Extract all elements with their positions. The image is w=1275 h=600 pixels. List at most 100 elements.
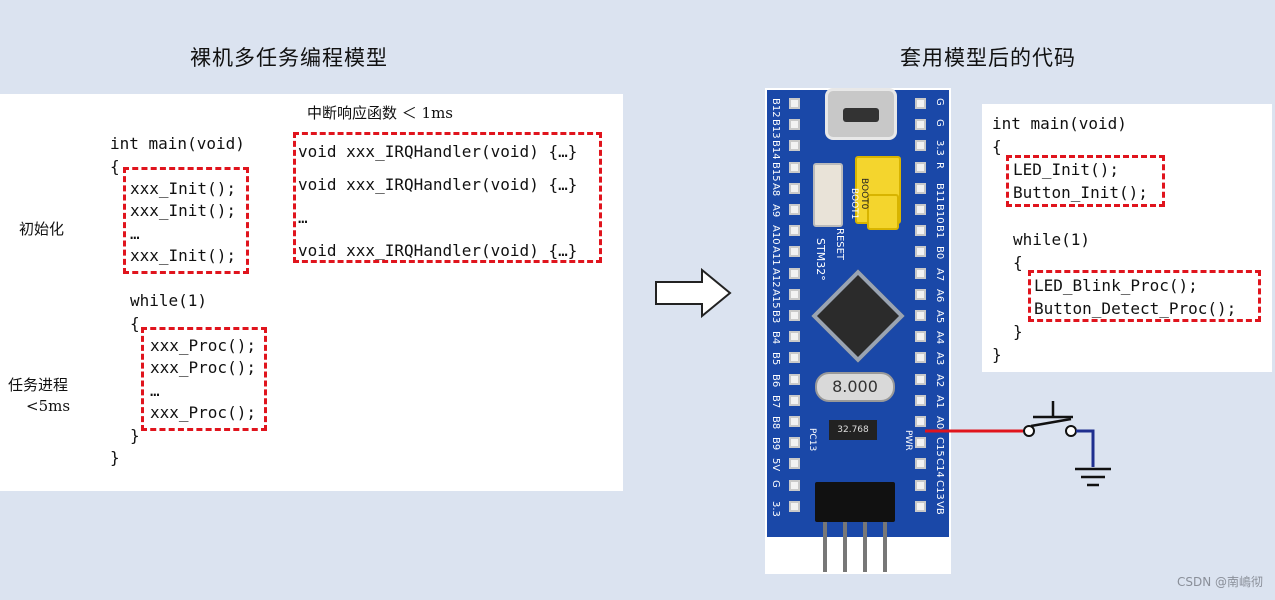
board-pin-label-right: B0 [934, 246, 945, 260]
board-pin-left [789, 288, 800, 300]
board-pin-label-left: A15 [770, 288, 781, 309]
board-pin-left [789, 246, 800, 258]
board-pin-label-right: A7 [934, 267, 945, 281]
board-pin-right [915, 500, 926, 512]
crystal-label: 8.000 [832, 377, 878, 396]
board-pin-left [789, 204, 800, 215]
board-pin-right [915, 394, 926, 406]
chip-brand-label: STM32° [814, 238, 827, 281]
header-pin-2 [843, 522, 847, 572]
r-code-button-init: Button_Init(); [1013, 183, 1148, 202]
irq-caption: 中断响应函数 ＜ 1ms [307, 104, 454, 122]
board-pin-right [915, 288, 926, 300]
board-pin-right [915, 458, 926, 470]
code-line-init-ellipsis: … [130, 224, 140, 243]
board-pin-right [915, 352, 926, 364]
r-code-brace-close: } [992, 345, 1002, 364]
board-pin-label-left: A12 [770, 267, 781, 288]
code-line-proc-2: xxx_Proc(); [150, 358, 256, 377]
rtc-crystal-label: 32.768 [837, 425, 869, 435]
board-pin-left [789, 394, 800, 406]
irq-line-3: void xxx_IRQHandler(void) {…} [298, 241, 578, 260]
board-pin-label-right: R [934, 161, 945, 169]
label-task: 任务进程 [8, 376, 69, 394]
code-line-init-2: xxx_Init(); [130, 201, 236, 220]
code-line-while-brace: { [130, 314, 140, 333]
board-pin-left [789, 373, 800, 385]
board-pin-label-left: B13 [770, 119, 781, 139]
board-pin-right [915, 331, 926, 343]
board-pin-label-right: A4 [934, 331, 945, 345]
usb-port [843, 108, 879, 122]
boot1-label: BOOT1 [849, 188, 859, 220]
r-init-highlight-box [1006, 155, 1165, 207]
board-pin-label-right: A3 [934, 352, 945, 366]
board-pin-right [915, 416, 926, 427]
code-line-proc-ellipsis: … [150, 381, 160, 400]
board-pin-left [789, 500, 800, 512]
board-pin-label-left: A9 [770, 204, 781, 218]
header-pin-3 [863, 522, 867, 572]
right-title: 套用模型后的代码 [900, 46, 1076, 70]
board-pin-label-left: 3.3 [770, 500, 781, 517]
code-line-brace-open: { [110, 157, 120, 176]
boot0-label: BOOT0 [859, 178, 869, 210]
board-pin-label-left: B9 [770, 437, 781, 451]
board-pin-label-left: A11 [770, 246, 781, 266]
board-pin-label-right: A5 [934, 310, 945, 324]
board-pin-label-right: 3.3 [934, 140, 945, 157]
board-pin-left [789, 352, 800, 364]
board-pin-left [789, 182, 800, 194]
watermark: CSDN @南嶋彻 [1176, 575, 1263, 589]
code-line-init-1: xxx_Init(); [130, 179, 236, 198]
board-pin-label-left: B6 [770, 373, 781, 387]
board-pin-right [915, 182, 926, 194]
right-code-panel: int main(void) { LED_Init(); Button_Init… [982, 104, 1272, 372]
board-pin-label-left: B3 [770, 310, 781, 324]
code-line-while-close: } [130, 426, 140, 445]
board-pin-left [789, 310, 800, 321]
r-code-while-close: } [1013, 322, 1023, 341]
board-pin-label-left: B4 [770, 331, 781, 345]
board-pin-label-left: B14 [770, 140, 781, 160]
r-code-main: int main(void) [992, 114, 1127, 133]
board-pin-label-left: B12 [770, 98, 781, 118]
r-code-while-brace: { [1013, 253, 1023, 272]
rtc-crystal: 32.768 [829, 420, 877, 440]
board-pin-label-left: B15 [770, 161, 781, 182]
pc13-label: PC13 [807, 428, 817, 452]
board-pin-left [789, 225, 800, 237]
header-pin-4 [883, 522, 887, 572]
left-title: 裸机多任务编程模型 [190, 46, 388, 70]
irq-line-2: void xxx_IRQHandler(void) {…} [298, 175, 578, 194]
board-pin-left [789, 331, 800, 343]
code-line-brace-close: } [110, 448, 120, 467]
board-pin-left [789, 267, 800, 279]
crystal: 8.000 [815, 372, 895, 402]
board-pin-left [789, 98, 800, 109]
board-pin-label-left: G [770, 479, 781, 488]
reset-button [813, 163, 843, 227]
board-pin-right [915, 479, 926, 491]
pwr-label: PWR [903, 430, 913, 451]
r-code-led-blink: LED_Blink_Proc(); [1034, 276, 1198, 295]
bottom-header [815, 482, 895, 522]
board-pin-left [789, 479, 800, 491]
r-proc-highlight-box [1028, 270, 1261, 322]
code-line-main: int main(void) [110, 134, 245, 153]
r-code-brace-open: { [992, 137, 1002, 156]
init-highlight-box [123, 167, 249, 274]
code-line-while: while(1) [130, 291, 208, 310]
board-pin-label-left: B5 [770, 352, 781, 366]
board-pin-right [915, 204, 926, 215]
board-pin-right [915, 119, 926, 131]
transform-arrow-icon [655, 268, 732, 318]
board-pin-left [789, 437, 800, 449]
board-pin-label-left: B7 [770, 394, 781, 409]
code-line-init-3: xxx_Init(); [130, 246, 236, 265]
board-pin-right [915, 246, 926, 258]
label-init: 初始化 [19, 220, 65, 238]
board-pin-label-right: G [934, 119, 945, 127]
left-code-panel: 中断响应函数 ＜ 1ms int main(void) { xxx_Init()… [0, 94, 623, 491]
board-pin-left [789, 119, 800, 131]
